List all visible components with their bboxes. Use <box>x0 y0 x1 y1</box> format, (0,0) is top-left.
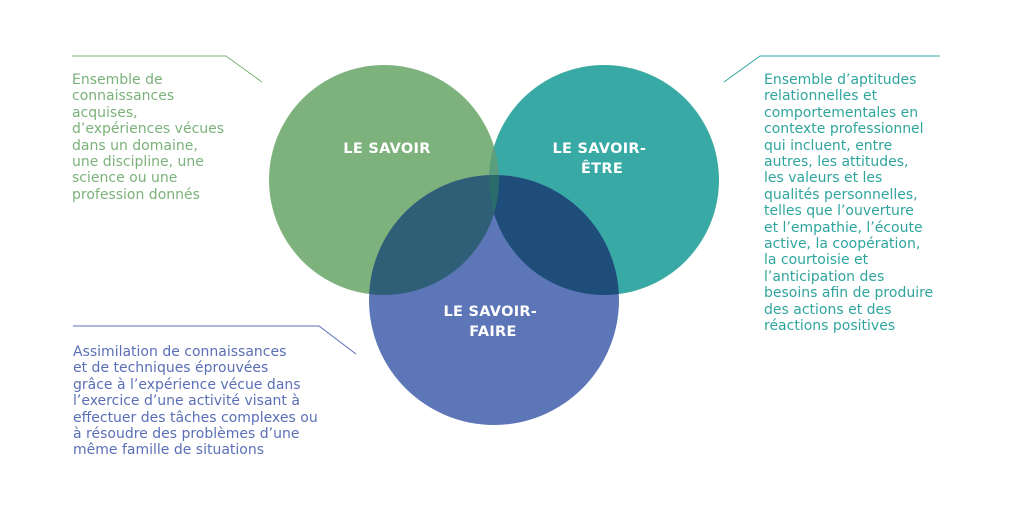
callout-line-savoir <box>72 55 263 83</box>
description-savoir-faire: Assimilation de connaissances et de tech… <box>73 344 318 459</box>
label-savoir: LE SAVOIR <box>343 141 430 157</box>
label-savoir-etre: LE SAVOIR- ÊTRE <box>552 141 651 177</box>
description-savoir-etre: Ensemble d’aptitudes relationnelles et c… <box>764 72 934 335</box>
overlap-savoir-faire <box>369 175 499 295</box>
overlap-etre-faire <box>489 175 619 295</box>
callout-line-savoir-etre <box>723 55 940 83</box>
description-savoir: Ensemble de connaissances acquises, d’ex… <box>72 72 225 203</box>
label-savoir-faire: LE SAVOIR- FAIRE <box>443 304 542 340</box>
callout-line-savoir-faire <box>73 325 357 355</box>
